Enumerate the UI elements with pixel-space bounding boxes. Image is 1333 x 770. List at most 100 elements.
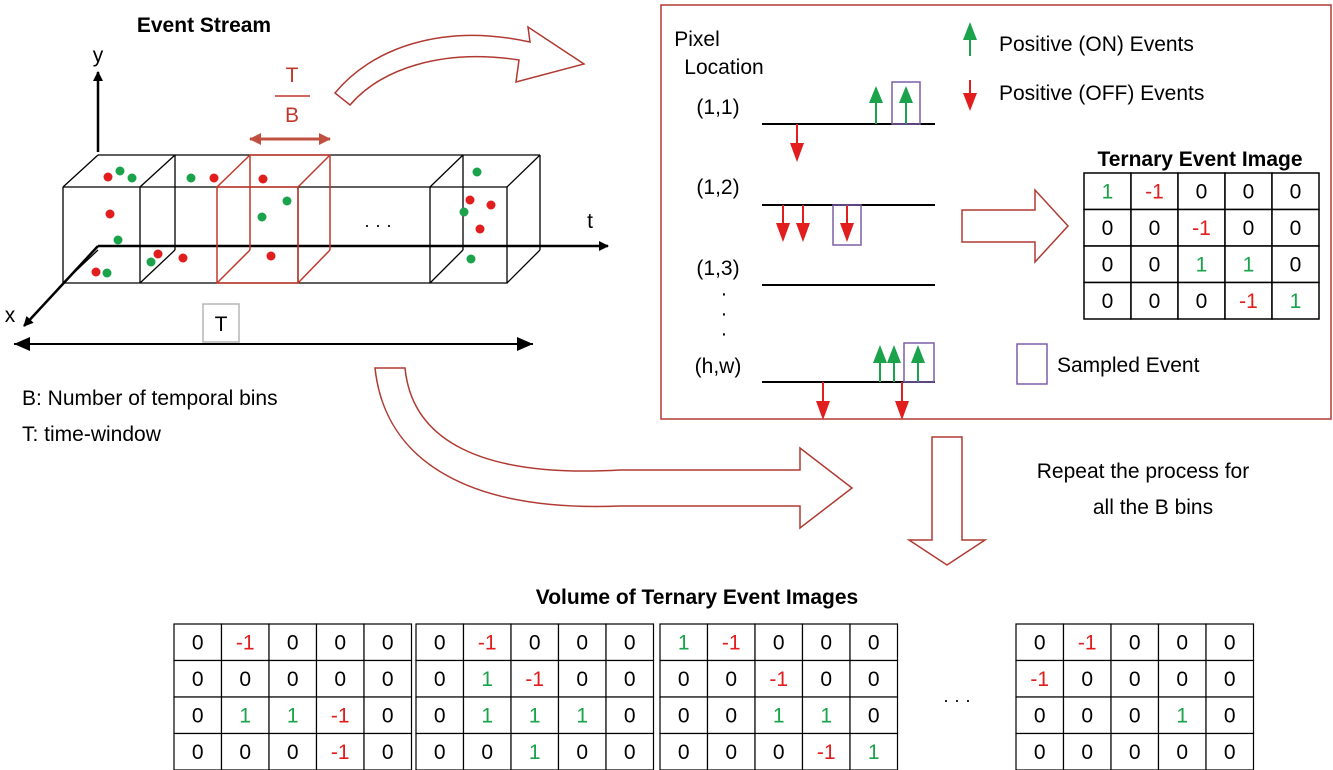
grid-cell-value: 0 bbox=[868, 705, 880, 728]
grid-cell-value: 0 bbox=[773, 741, 785, 764]
grid-cell-value: 0 bbox=[624, 741, 636, 764]
grid-cell bbox=[315, 623, 365, 662]
grid-cell-value: 0 bbox=[1081, 668, 1093, 691]
grid-cell-value: 0 bbox=[1196, 290, 1208, 313]
grid-cell bbox=[1015, 696, 1065, 735]
grid-cell-value: 0 bbox=[1149, 217, 1161, 240]
off-event-dot bbox=[105, 209, 115, 219]
grid-cell-value: 0 bbox=[382, 668, 394, 691]
grid-cell bbox=[220, 623, 270, 662]
panel-frame bbox=[660, 4, 1332, 420]
off-event-dot bbox=[103, 172, 113, 182]
grid-cell bbox=[1157, 732, 1207, 770]
grid-cell-value: 1 bbox=[287, 705, 299, 728]
grid-cell bbox=[706, 732, 756, 770]
off-event-dot bbox=[266, 251, 276, 261]
grid-cell bbox=[1110, 659, 1160, 698]
grid-cell-value: 0 bbox=[678, 668, 690, 691]
grid-cell-value: 0 bbox=[192, 705, 204, 728]
grid-cell bbox=[1083, 208, 1132, 247]
grid-cell-value: 0 bbox=[287, 741, 299, 764]
grid-cell bbox=[1130, 281, 1179, 320]
on-event-arrow bbox=[869, 86, 883, 124]
grid-cell bbox=[1157, 623, 1207, 662]
grid-cell-value: 0 bbox=[239, 741, 251, 764]
bin-width-numerator: T bbox=[286, 64, 299, 87]
grid-cell-value: 1 bbox=[481, 705, 493, 728]
grid-cell-value: 0 bbox=[1224, 705, 1236, 728]
grid-cell-value: 0 bbox=[1176, 632, 1188, 655]
off-event-arrow bbox=[895, 382, 909, 420]
grid-cell-value: 0 bbox=[1176, 741, 1188, 764]
pixel-location-label-line2: Location bbox=[684, 56, 763, 79]
grid-cell bbox=[510, 623, 560, 662]
grid-cell bbox=[315, 696, 365, 735]
grid-cell-value: 0 bbox=[239, 668, 251, 691]
sampled-event-box bbox=[832, 204, 862, 246]
grid-cell-value: 0 bbox=[1081, 705, 1093, 728]
grid-cell bbox=[754, 696, 804, 735]
grid-cell bbox=[605, 623, 655, 662]
grid-cell bbox=[1110, 732, 1160, 770]
grid-cell-value: 0 bbox=[1243, 217, 1255, 240]
grid-cell-value: 0 bbox=[624, 632, 636, 655]
grid-cell bbox=[363, 623, 413, 662]
grid-cell-value: 0 bbox=[1149, 254, 1161, 277]
grid-cell bbox=[510, 732, 560, 770]
grid-cell-value: 0 bbox=[192, 741, 204, 764]
grid-cell bbox=[363, 659, 413, 698]
grid-cell-value: -1 bbox=[236, 632, 255, 655]
event-stream-section: Event Stream y x t bbox=[5, 14, 609, 446]
stream-ellipsis: · · · bbox=[364, 215, 392, 235]
off-event-dot bbox=[178, 253, 188, 263]
grid-cell bbox=[315, 659, 365, 698]
grid-cell-value: 0 bbox=[1129, 741, 1141, 764]
bin-width-denominator: B bbox=[285, 104, 299, 127]
off-legend-arrow bbox=[963, 80, 977, 111]
on-event-dot bbox=[115, 166, 125, 176]
off-event-dot bbox=[153, 249, 163, 259]
grid-cell-value: 0 bbox=[529, 632, 541, 655]
grid-cell-value: 0 bbox=[1243, 181, 1255, 204]
grid-cell-value: 1 bbox=[820, 705, 832, 728]
grid-cell-value: 0 bbox=[382, 741, 394, 764]
grid-cell-value: 1 bbox=[481, 668, 493, 691]
grid-cell-value: 0 bbox=[1129, 668, 1141, 691]
grid-cell bbox=[849, 623, 899, 662]
grid-cell bbox=[1130, 172, 1179, 211]
grid-cell-value: -1 bbox=[1078, 632, 1097, 655]
grid-cell-value: 1 bbox=[1102, 181, 1114, 204]
time-window-label-box bbox=[202, 303, 240, 343]
grid-cell-value: 0 bbox=[1102, 217, 1114, 240]
grid-cell-value: 0 bbox=[725, 741, 737, 764]
grid-cell-value: -1 bbox=[769, 668, 788, 691]
vertical-dot: · bbox=[721, 303, 728, 325]
on-event-dot bbox=[113, 235, 123, 245]
grid-cell-value: 0 bbox=[820, 632, 832, 655]
sampled-event-box bbox=[903, 342, 935, 383]
grid-cell-value: 1 bbox=[529, 741, 541, 764]
off-event-arrow bbox=[840, 205, 854, 242]
grid-cell bbox=[1015, 623, 1065, 662]
grid-cell bbox=[1062, 732, 1112, 770]
on-event-dot bbox=[459, 207, 469, 217]
on-event-dot bbox=[257, 212, 267, 222]
on-event-arrow bbox=[873, 345, 887, 382]
grid-cell bbox=[173, 659, 223, 698]
on-event-dot bbox=[146, 257, 156, 267]
grid-cell bbox=[415, 659, 465, 698]
grid-cell bbox=[1062, 696, 1112, 735]
grid-cell-value: -1 bbox=[1239, 290, 1258, 313]
event-dots bbox=[91, 166, 496, 278]
grid-cell bbox=[268, 732, 318, 770]
grid-cell-value: -1 bbox=[478, 632, 497, 655]
grid-cell-value: 0 bbox=[1176, 668, 1188, 691]
off-event-arrow bbox=[816, 382, 830, 420]
pixel-label: (1,1) bbox=[696, 96, 739, 119]
grid-cell-value: 0 bbox=[1290, 217, 1302, 240]
grid-cell bbox=[754, 732, 804, 770]
